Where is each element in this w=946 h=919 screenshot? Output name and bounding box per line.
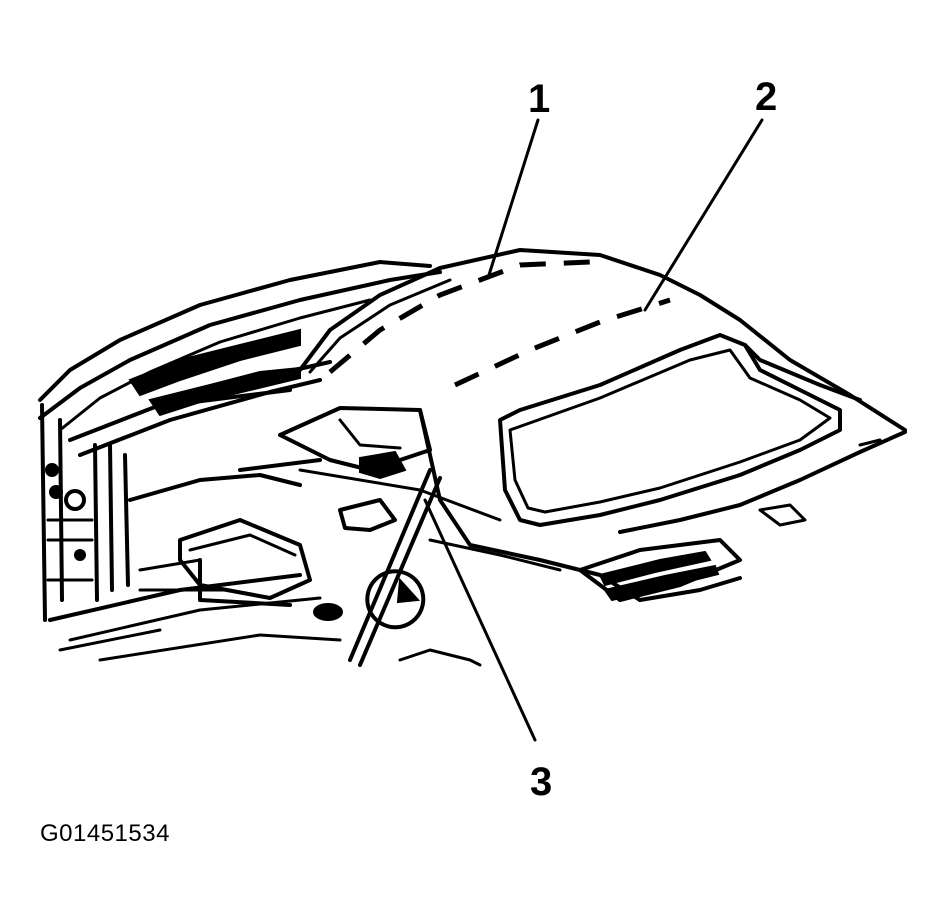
figure-id-label: G01451534: [40, 820, 170, 847]
convertible-top: [298, 248, 907, 602]
callout-1: 1: [528, 77, 550, 121]
leader-line-2: [643, 118, 764, 312]
rear-quarter: [348, 468, 807, 667]
leader-line-3: [423, 498, 537, 742]
callout-3: 3: [530, 760, 552, 804]
callout-2: 2: [755, 75, 777, 119]
windshield-frame: [38, 260, 442, 662]
leader-line-1: [486, 118, 540, 280]
callout-leaders: [423, 118, 764, 742]
